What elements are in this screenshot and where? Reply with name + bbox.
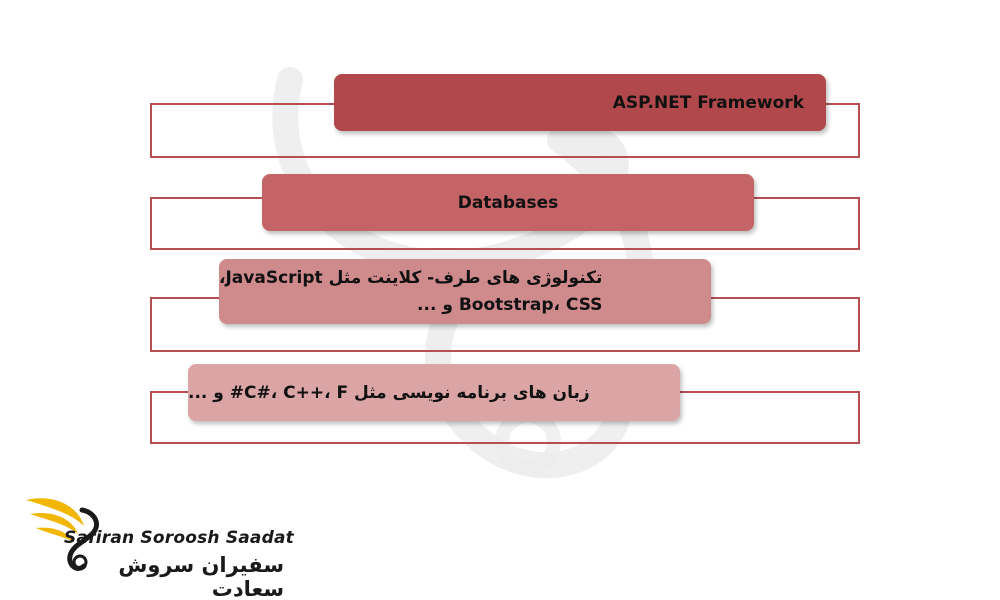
item-databases-label: Databases xyxy=(457,192,559,213)
item-asp-net: ASP.NET Framework xyxy=(334,74,826,131)
item-languages-label: زبان های برنامه نویسی مثل C#، C++، F# و … xyxy=(188,382,590,403)
item-languages: زبان های برنامه نویسی مثل C#، C++، F# و … xyxy=(188,364,680,421)
item-client-side: تکنولوژی های طرف- کلاینت مثل JavaScript،… xyxy=(219,259,711,324)
item-asp-net-label: ASP.NET Framework xyxy=(612,92,804,113)
brand-name-fa: سفیران سروش سعادت xyxy=(118,553,284,600)
item-databases: Databases xyxy=(262,174,754,231)
item-client-side-line2: Bootstrap، CSS و ... xyxy=(417,294,603,315)
brand-name-en: Safiran Soroosh Saadat xyxy=(64,528,294,548)
item-client-side-line1: تکنولوژی های طرف- کلاینت مثل JavaScript، xyxy=(219,267,603,288)
brand-wing-icon xyxy=(26,498,99,571)
